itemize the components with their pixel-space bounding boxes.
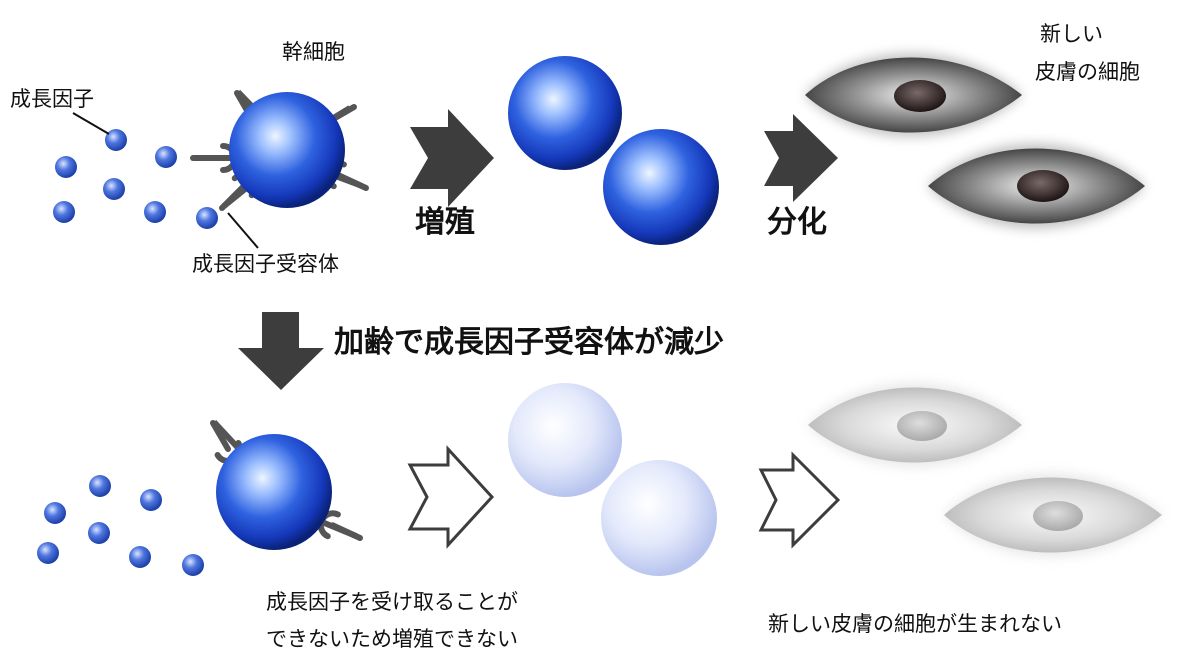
- new-skin-cell: [805, 53, 1022, 137]
- new-skin-cell: [928, 144, 1145, 228]
- proliferation-arrow: [410, 109, 494, 207]
- receptor-leader-line: [227, 212, 259, 249]
- aging-note: 加齢で成長因子受容体が減少: [334, 325, 724, 360]
- proliferation-label: 増殖: [415, 205, 475, 240]
- growth-factor: [144, 201, 166, 223]
- proliferated-cell: [603, 129, 719, 245]
- cannot-proliferate-line1: 成長因子を受け取ることが: [266, 590, 518, 614]
- no-new-skin-label: 新しい皮膚の細胞が生まれない: [768, 612, 1062, 636]
- differentiation-label: 分化: [767, 205, 827, 240]
- differentiation-arrow: [764, 114, 838, 202]
- growth-factor-leader-line: [72, 112, 110, 135]
- growth-factor: [44, 502, 66, 524]
- unproliferated-cell: [508, 383, 622, 497]
- nucleus: [1017, 170, 1069, 202]
- growth-factor: [182, 554, 204, 576]
- growth-factor: [103, 178, 125, 200]
- new-skin-cell-label-line1: 新しい: [1040, 22, 1103, 46]
- new-skin-cell-label-line2: 皮膚の細胞: [1035, 60, 1140, 84]
- growth-factor: [140, 489, 162, 511]
- stem-cell-label: 幹細胞: [282, 40, 345, 64]
- growth-factor: [53, 201, 75, 223]
- nucleus: [897, 411, 947, 441]
- growth-factor: [105, 129, 127, 151]
- stem-cell-aged: [203, 417, 365, 550]
- proliferated-cell: [508, 56, 622, 170]
- failed-proliferation-arrow: [407, 445, 495, 549]
- growth-factor: [55, 156, 77, 178]
- receptor-label: 成長因子受容体: [192, 252, 339, 276]
- stem-cell-top: [193, 87, 371, 216]
- growth-factor: [155, 146, 177, 168]
- growth-factor: [129, 546, 151, 568]
- growth-factor: [89, 475, 111, 497]
- stem-cell: [229, 92, 345, 208]
- growth-factor: [37, 542, 59, 564]
- faded-skin-cell: [944, 473, 1162, 557]
- cannot-proliferate-line2: できないため増殖できない: [266, 627, 518, 651]
- unproliferated-cell: [601, 460, 717, 576]
- failed-differentiation-arrow: [758, 451, 841, 549]
- growth-factor-group-top: [53, 129, 218, 229]
- aging-down-arrow: [238, 312, 324, 390]
- growth-factor: [196, 207, 218, 229]
- nucleus: [1033, 501, 1083, 531]
- nucleus: [894, 80, 946, 112]
- growth-factor-label: 成長因子: [10, 87, 94, 111]
- stem-cell: [216, 434, 332, 550]
- faded-skin-cell: [808, 383, 1022, 467]
- growth-factor: [88, 522, 110, 544]
- growth-factor-group-bottom: [37, 475, 204, 576]
